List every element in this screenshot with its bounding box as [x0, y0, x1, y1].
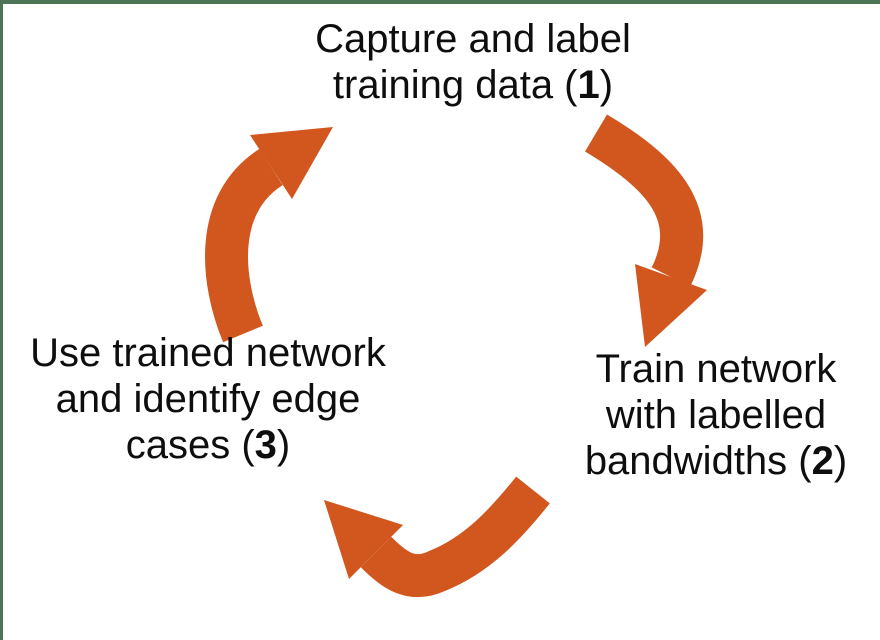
step3-number: 3 [254, 423, 277, 467]
step3-line1: Use trained network [30, 331, 386, 375]
step2-line1: Train network [595, 347, 837, 391]
arrow-step3-to-step1-head [250, 127, 333, 199]
arrow-step2-to-step3-icon [324, 476, 550, 598]
step-label-use-trained-network: Use trained network and identify edge ca… [5, 330, 411, 468]
arrow-step1-to-step2-body [584, 114, 703, 287]
step2-line2: with labelled [605, 393, 827, 437]
step-label-train-network: Train network with labelled bandwidths (… [551, 346, 880, 484]
arrow-step2-to-step3-head [324, 500, 403, 579]
step3-line2: and identify edge [55, 377, 361, 421]
step-label-capture-training-data: Capture and label training data (1) [270, 16, 676, 108]
step3-line3-prefix: cases ( [125, 423, 255, 467]
arrow-step1-to-step2-head [635, 264, 707, 347]
step2-line3-suffix: ) [833, 439, 848, 483]
step1-line2-prefix: training data ( [332, 63, 578, 107]
step3-line3-suffix: ) [276, 423, 291, 467]
arrow-step3-to-step1-body [205, 148, 284, 343]
step1-line1: Capture and label [315, 17, 631, 61]
arrow-step1-to-step2-icon [584, 114, 707, 347]
arrow-step2-to-step3-body [360, 476, 550, 598]
step2-line3-prefix: bandwidths ( [584, 439, 812, 483]
step2-number: 2 [811, 439, 834, 483]
arrow-step3-to-step1-icon [205, 127, 333, 343]
step1-line2-suffix: ) [599, 63, 614, 107]
step1-number: 1 [577, 63, 600, 107]
